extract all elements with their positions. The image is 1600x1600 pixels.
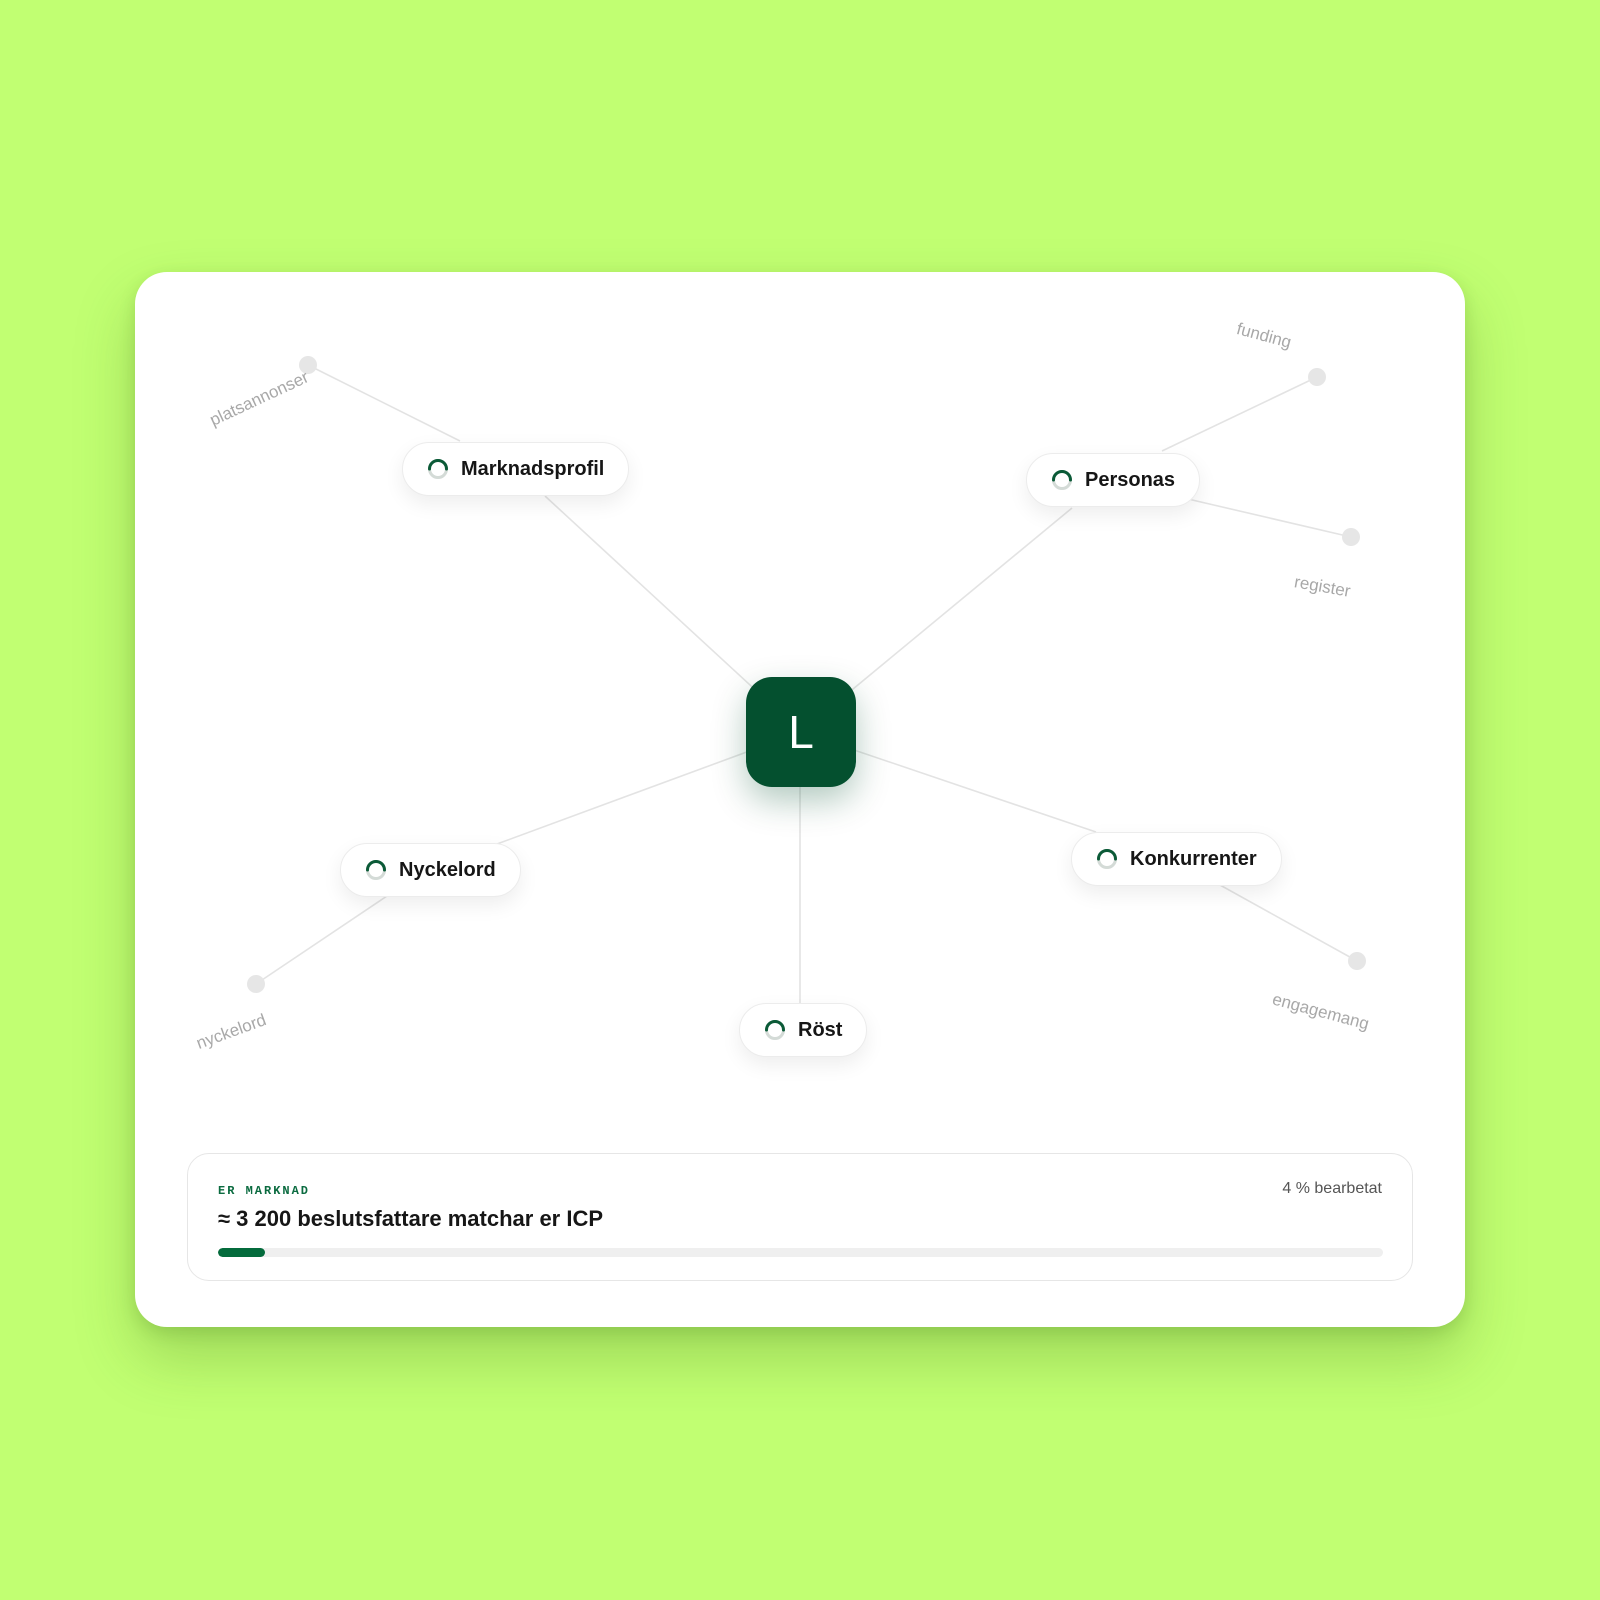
loading-spinner-icon (1097, 849, 1117, 869)
company-hub-tile: L (746, 677, 856, 787)
loading-spinner-icon (366, 860, 386, 880)
processing-progress-bar (218, 1248, 1383, 1257)
satellite-dot-platsannonser (299, 356, 317, 374)
node-konkurrenter[interactable]: Konkurrenter (1071, 832, 1282, 886)
node-label: Nyckelord (399, 858, 496, 881)
node-nyckelord[interactable]: Nyckelord (340, 843, 521, 897)
node-personas[interactable]: Personas (1026, 453, 1201, 507)
satellite-dot-funding (1308, 368, 1326, 386)
company-initial: L (788, 706, 814, 758)
progress-fill (218, 1248, 265, 1257)
status-eyebrow: ER MARKNAD (218, 1184, 311, 1198)
node-label: Personas (1085, 468, 1176, 491)
processed-percentage: 4 % bearbetat (1282, 1180, 1382, 1197)
loading-spinner-icon (428, 459, 448, 479)
loading-spinner-icon (1052, 470, 1072, 490)
loading-spinner-icon (765, 1020, 785, 1040)
satellite-dot-engagemang (1348, 952, 1366, 970)
satellite-dot-nyckelord (247, 975, 265, 993)
node-label: Röst (798, 1018, 843, 1041)
node-marknadsprofil[interactable]: Marknadsprofil (402, 442, 630, 496)
satellite-dot-register (1342, 528, 1360, 546)
node-label: Konkurrenter (1130, 847, 1257, 870)
decision-makers-count: ≈ 3 200 beslutsfattare matchar er ICP (218, 1206, 604, 1231)
node-rost[interactable]: Röst (739, 1003, 868, 1057)
market-status-panel: ER MARKNAD 4 % bearbetat ≈ 3 200 besluts… (187, 1153, 1413, 1281)
node-label: Marknadsprofil (461, 457, 605, 480)
